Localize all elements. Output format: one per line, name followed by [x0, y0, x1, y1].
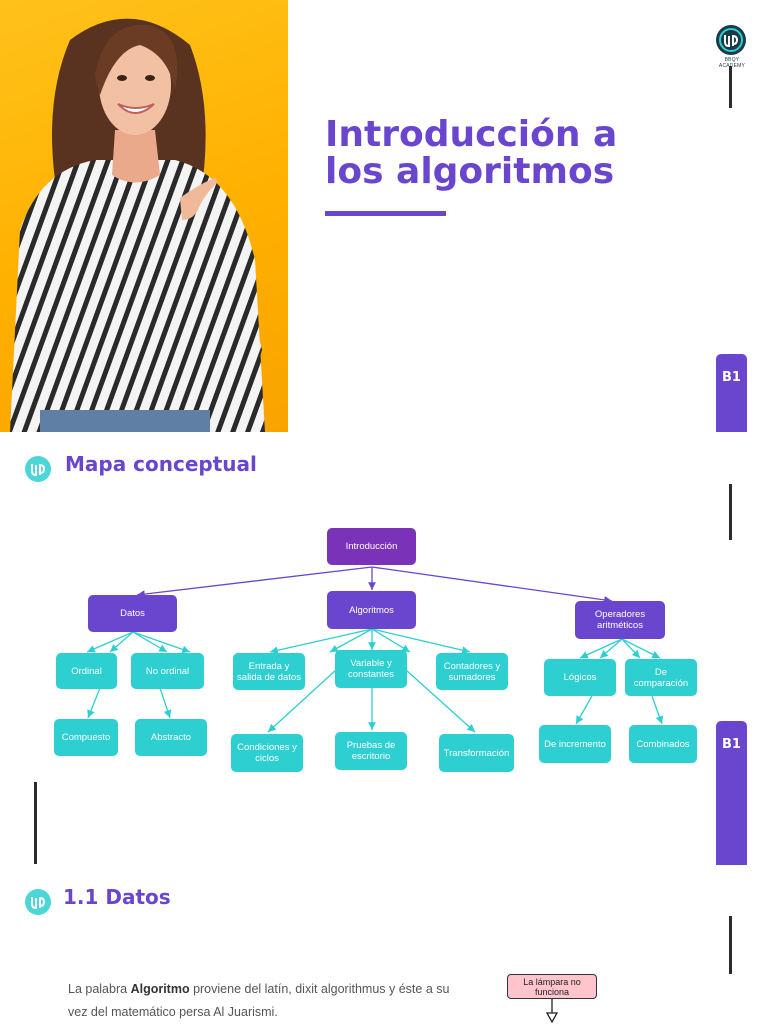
title-underline [325, 211, 446, 216]
map-node-datos: Datos [88, 595, 177, 632]
map-node-compuesto: Compuesto [54, 719, 118, 756]
flowchart-arrow-icon [545, 999, 559, 1024]
flowchart-start-box: La lámpara no funciona [507, 974, 597, 999]
section-logo-icon [25, 889, 51, 915]
section-logo-icon [25, 456, 51, 482]
woman-pointing-illustration [10, 18, 265, 432]
keyword-algoritmo: Algoritmo [130, 982, 190, 996]
logo-text: BBQY ACADEMY [719, 57, 745, 69]
map-node-no-ordinal: No ordinal [131, 653, 204, 689]
title-line-2: los algoritmos [325, 151, 615, 192]
map-node-operadores: Operadores aritméticos [575, 601, 665, 639]
section-title-datos: 1.1 Datos [63, 885, 171, 909]
map-node-algoritmos: Algoritmos [327, 591, 416, 629]
map-node-ordinal: Ordinal [56, 653, 117, 689]
decor-line [34, 782, 37, 864]
map-node-contadores: Contadores y sumadores [436, 653, 508, 690]
map-node-abstracto: Abstracto [135, 719, 207, 756]
map-node-incremento: De incremento [539, 725, 611, 763]
map-node-logicos: Lógicos [544, 659, 616, 696]
map-node-pruebas: Pruebas de escritorio [335, 732, 407, 770]
section-badge: B1 [716, 721, 747, 865]
map-node-entrada: Entrada y salida de datos [233, 653, 305, 690]
concept-map: Introducción Datos Algoritmos Operadores… [0, 520, 768, 790]
decor-line [729, 66, 732, 108]
hero-photo [0, 0, 288, 432]
map-node-combinados: Combinados [629, 725, 697, 763]
map-node-transformacion: Transformación [439, 734, 514, 772]
map-node-condiciones: Condiciones y ciclos [231, 734, 303, 772]
decor-line [729, 484, 732, 540]
section-badge: B1 [716, 354, 747, 432]
section-title-mapa: Mapa conceptual [65, 452, 257, 476]
intro-paragraph: La palabra Algoritmo proviene del latín,… [68, 982, 450, 1019]
title-line-1: Introducción a [325, 114, 618, 155]
map-node-root: Introducción [327, 528, 416, 565]
map-node-variable: Variable y constantes [335, 650, 407, 688]
page-title: Introducción a los algoritmos [325, 116, 705, 190]
academy-logo-icon [716, 25, 746, 55]
map-node-comparacion: De comparación [625, 659, 697, 696]
concept-map-connectors [86, 566, 664, 733]
decor-line [729, 916, 732, 974]
